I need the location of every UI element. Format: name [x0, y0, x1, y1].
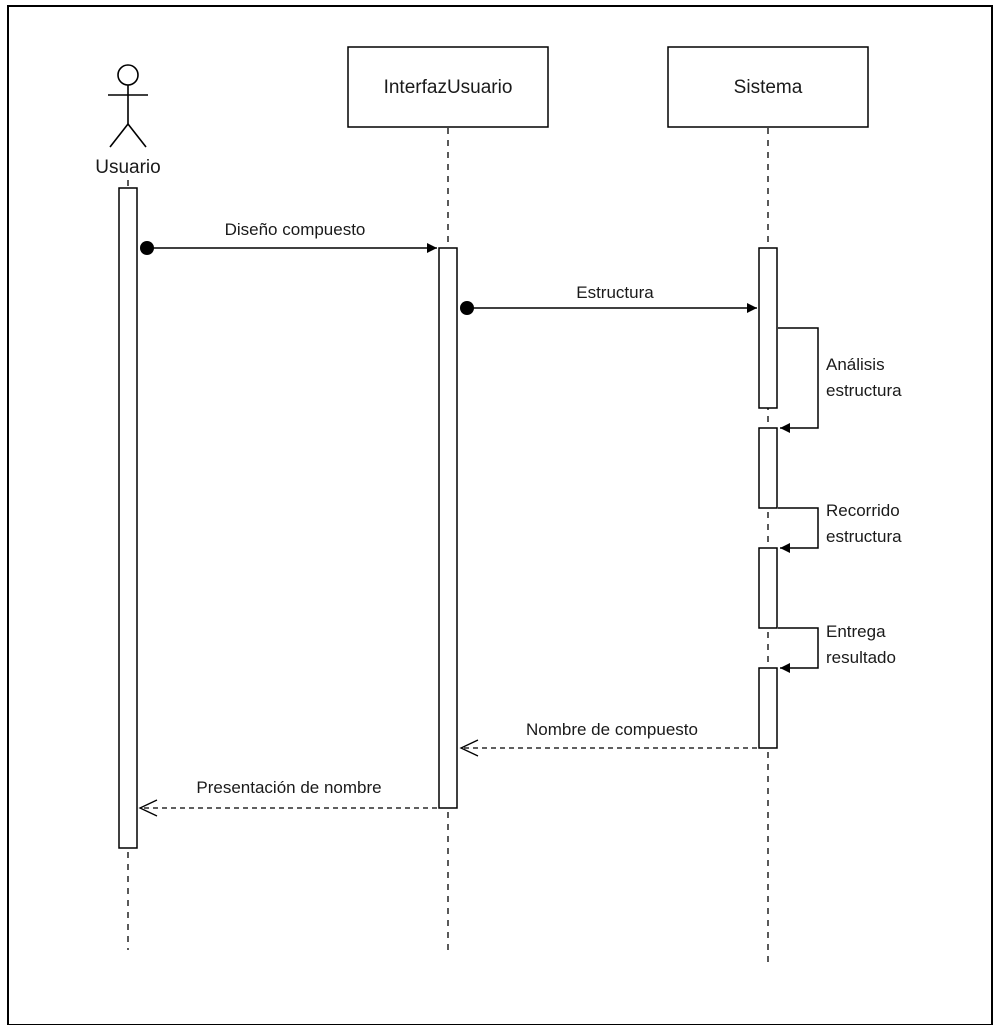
diagram-frame	[7, 5, 993, 1025]
activation-bar-sistema-3	[758, 547, 778, 629]
activation-bar-interfaz	[438, 247, 458, 809]
self-message-entrega	[778, 627, 819, 673]
message-label-diseno: Diseño compuesto	[225, 220, 366, 239]
activation-bar-usuario	[118, 187, 138, 849]
return-label-presentacion: Presentación de nombre	[196, 778, 381, 797]
self-message-recorrido	[778, 507, 819, 553]
return-arrowhead-nombre	[459, 739, 479, 757]
actor-icon	[108, 64, 148, 148]
activation-bar-sistema-2	[758, 427, 778, 509]
self-message-label-analisis-1: Análisis	[826, 355, 885, 374]
participant-box-sistema	[667, 46, 869, 128]
participant-label-sistema: Sistema	[734, 77, 803, 98]
return-arrowhead-presentacion	[138, 799, 158, 817]
self-message-label-recorrido-1: Recorrido	[826, 501, 900, 520]
participant-label-interfaz: InterfazUsuario	[384, 77, 513, 98]
self-message-label-entrega-1: Entrega	[826, 622, 886, 641]
self-message-label-entrega-2: resultado	[826, 648, 896, 667]
activation-bar-sistema-1	[758, 247, 778, 409]
message-start-dot-diseno	[140, 241, 154, 255]
message-start-dot-estructura	[460, 301, 474, 315]
self-message-analisis	[778, 327, 819, 433]
return-label-nombre: Nombre de compuesto	[526, 720, 698, 739]
participant-box-interfaz	[347, 46, 549, 128]
message-label-estructura: Estructura	[576, 283, 654, 302]
self-message-label-analisis-2: estructura	[826, 381, 902, 400]
self-message-label-recorrido-2: estructura	[826, 527, 902, 546]
actor-label: Usuario	[95, 157, 160, 178]
activation-bar-sistema-4	[758, 667, 778, 749]
